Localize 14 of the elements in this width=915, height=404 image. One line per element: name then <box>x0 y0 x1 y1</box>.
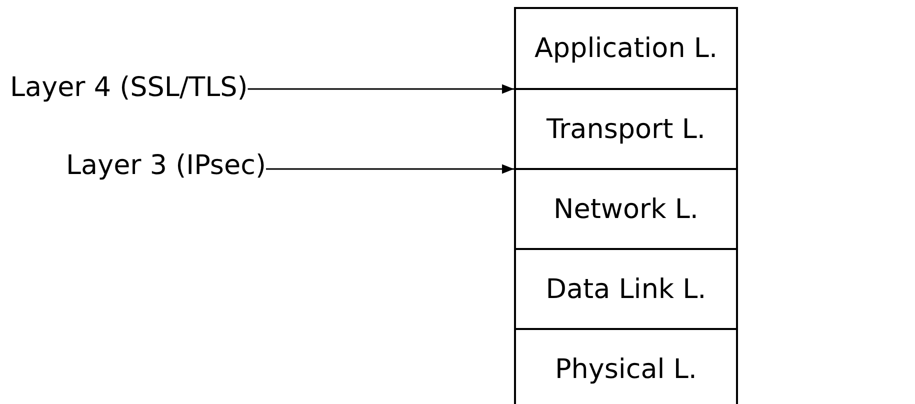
arrow <box>266 164 514 174</box>
layer-label: Physical L. <box>554 354 698 384</box>
layer-box <box>514 168 738 248</box>
arrow <box>248 84 514 94</box>
layer-label: Layer 3 (IPsec) <box>66 150 266 181</box>
layer-box <box>514 7 738 88</box>
layer-box <box>514 88 738 168</box>
layer-label: Application L. <box>534 33 718 64</box>
layer-label: Network L. <box>554 194 698 224</box>
layer-label: Layer 4 (SSL/TLS) <box>10 72 248 103</box>
layer-box <box>514 328 738 404</box>
layer-label: Data Link L. <box>546 274 706 304</box>
layer-label: Transport L. <box>546 114 706 144</box>
layer-box <box>514 248 738 328</box>
